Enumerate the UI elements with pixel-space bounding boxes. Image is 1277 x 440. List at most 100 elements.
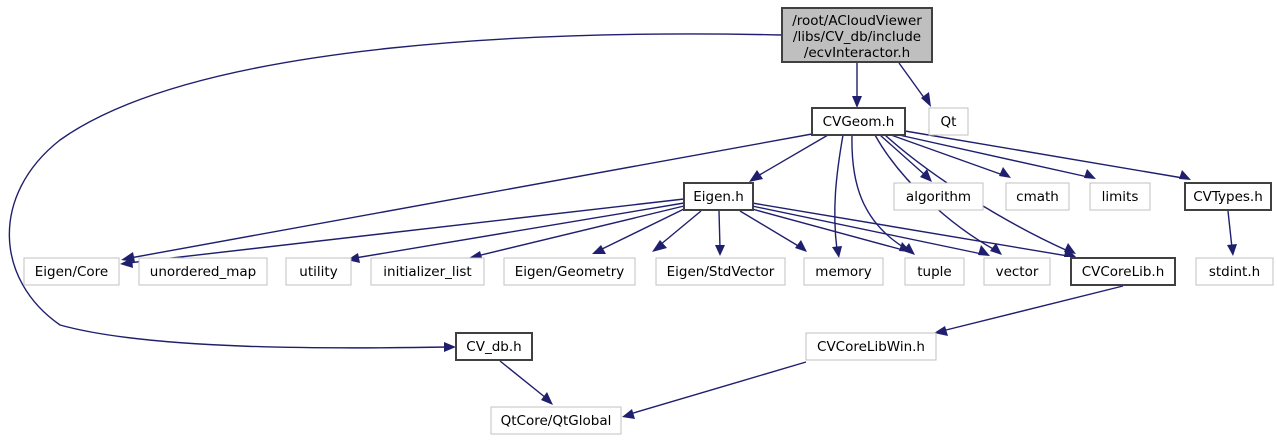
node-cvdb-box[interactable] [455,332,533,361]
edge-eigen-to-unordered_map [354,202,685,259]
node-utility-box[interactable] [285,257,352,286]
arrowhead-root-to-cvgeom [852,96,862,108]
arrowhead-cvgeom-to-cvtypes [1179,170,1191,180]
node-cvgeom-box[interactable] [811,107,906,136]
node-eigen[interactable]: Eigen.h [683,182,754,211]
edge-eigen-to-memory [739,210,801,248]
node-limits-label: limits [1102,189,1139,205]
node-cvtypes[interactable]: CVTypes.h [1184,182,1272,211]
edge-cvgeom-to-eigencore [129,133,813,259]
edge-cvdb-to-qtglobal [499,360,547,399]
arrowhead-cvtypes-to-stdint [1227,244,1237,256]
node-qtcore-qtglobal-box[interactable] [490,406,622,435]
node-root-label-line-2: /libs/CV_db/include [793,29,921,45]
node-initializer-list-box[interactable] [370,257,485,286]
node-eigen-geometry-box[interactable] [503,257,636,286]
node-cvtypes-box[interactable] [1184,182,1272,211]
node-algorithm-box[interactable] [893,182,984,211]
edge-root-to-cvdb [8,33,783,349]
arrowhead-root-to-cvdb [444,342,456,352]
edge-cvgeom-to-algorithm [879,134,926,176]
node-initializer-list[interactable]: initializer_list [370,257,485,286]
node-vector-box[interactable] [983,257,1051,286]
edges-layer [8,33,1237,419]
arrowhead-eigen-to-initializer [592,245,606,254]
node-qt-label: Qt [941,114,957,130]
node-eigen-stdvector-box[interactable] [655,257,786,286]
node-algorithm[interactable]: algorithm [893,182,984,211]
node-qt[interactable]: Qt [928,107,969,136]
node-memory-box[interactable] [803,257,884,286]
node-cvcorelibwin-box[interactable] [805,332,937,361]
node-utility[interactable]: utility [285,257,352,286]
node-eigen-label: Eigen.h [693,189,744,205]
node-eigen-geometry[interactable]: Eigen/Geometry [503,257,636,286]
node-stdint[interactable]: stdint.h [1195,257,1274,286]
nodes-layer: /root/ACloudViewer /libs/CV_db/include /… [23,7,1274,435]
edge-eigen-to-eigengeom [659,210,702,246]
node-unordered-map-box[interactable] [138,257,268,286]
edge-cvgeom-to-memory [834,134,844,251]
node-stdint-box[interactable] [1195,257,1274,286]
node-vector[interactable]: vector [983,257,1051,286]
node-cvcorelib-label: CVCoreLib.h [1082,264,1165,280]
node-memory-label: memory [815,264,871,280]
node-eigen-stdvector-label: Eigen/StdVector [667,264,775,280]
node-eigen-box[interactable] [683,182,754,211]
node-cvcorelib[interactable]: CVCoreLib.h [1070,257,1176,286]
node-cvcorelibwin-label: CVCoreLibWin.h [817,339,925,355]
arrowhead-cvgeom-to-limits [1084,169,1096,179]
node-qt-box[interactable] [928,107,969,136]
node-limits-box[interactable] [1089,182,1151,211]
node-unordered-map-label: unordered_map [150,264,256,280]
node-eigencore-label: Eigen/Core [35,264,109,280]
node-cvcorelib-box[interactable] [1070,257,1176,286]
arrowhead-eigen-to-tuple [899,242,911,252]
node-tuple-box[interactable] [904,257,965,286]
node-eigencore[interactable]: Eigen/Core [23,257,120,286]
node-root[interactable]: /root/ACloudViewer /libs/CV_db/include /… [781,7,933,63]
edge-root-to-qt [898,62,926,100]
edge-eigen-to-initializer [599,208,685,251]
node-cvtypes-label: CVTypes.h [1193,189,1263,205]
node-memory[interactable]: memory [803,257,884,286]
edge-cvgeom-to-limits [898,134,1089,178]
node-limits[interactable]: limits [1089,182,1151,211]
edge-eigen-to-eigenstdvec [718,210,721,249]
node-utility-label: utility [299,264,337,280]
edge-cvgeom-to-tuple [851,134,909,251]
arrowhead-cvcorelib-to-cvcorelibwin [934,326,948,336]
node-eigencore-box[interactable] [23,257,120,286]
arrowhead-eigen-to-eigenstdvec [715,245,725,256]
node-algorithm-label: algorithm [906,189,971,205]
node-cvdb[interactable]: CV_db.h [455,332,533,361]
node-cmath-box[interactable] [1005,182,1070,211]
arrowhead-cvgeom-to-algorithm [920,169,932,182]
node-qtcore-qtglobal-label: QtCore/QtGlobal [501,413,612,429]
arrowhead-cvgeom-to-vector [990,243,1002,255]
arrowhead-eigen-to-memory [795,240,807,252]
node-cmath-label: cmath [1016,189,1059,205]
edge-eigen-to-cvcorelib [751,202,1069,257]
node-cvgeom-label: CVGeom.h [823,114,895,130]
node-cvgeom[interactable]: CVGeom.h [811,107,906,136]
node-cvdb-label: CV_db.h [466,339,521,355]
node-cvcorelibwin[interactable]: CVCoreLibWin.h [805,332,937,361]
node-unordered-map[interactable]: unordered_map [138,257,268,286]
edge-eigen-to-utility [476,205,685,257]
arrowhead-cvgeom-to-tuple [903,243,915,255]
node-cmath[interactable]: cmath [1005,182,1070,211]
node-vector-label: vector [996,264,1039,280]
arrowhead-root-to-qt [921,92,931,107]
node-eigen-geometry-label: Eigen/Geometry [515,264,625,280]
node-eigen-stdvector[interactable]: Eigen/StdVector [655,257,786,286]
node-root-box[interactable] [781,7,933,63]
node-qtcore-qtglobal[interactable]: QtCore/QtGlobal [490,406,622,435]
edge-eigen-to-eigencore [127,198,685,264]
edge-cvgeom-to-cmath [890,134,1004,176]
edge-eigen-to-tuple [751,208,904,251]
arrowhead-cvgeom-to-cmath [999,167,1011,178]
node-stdint-label: stdint.h [1209,264,1260,280]
node-tuple[interactable]: tuple [904,257,965,286]
